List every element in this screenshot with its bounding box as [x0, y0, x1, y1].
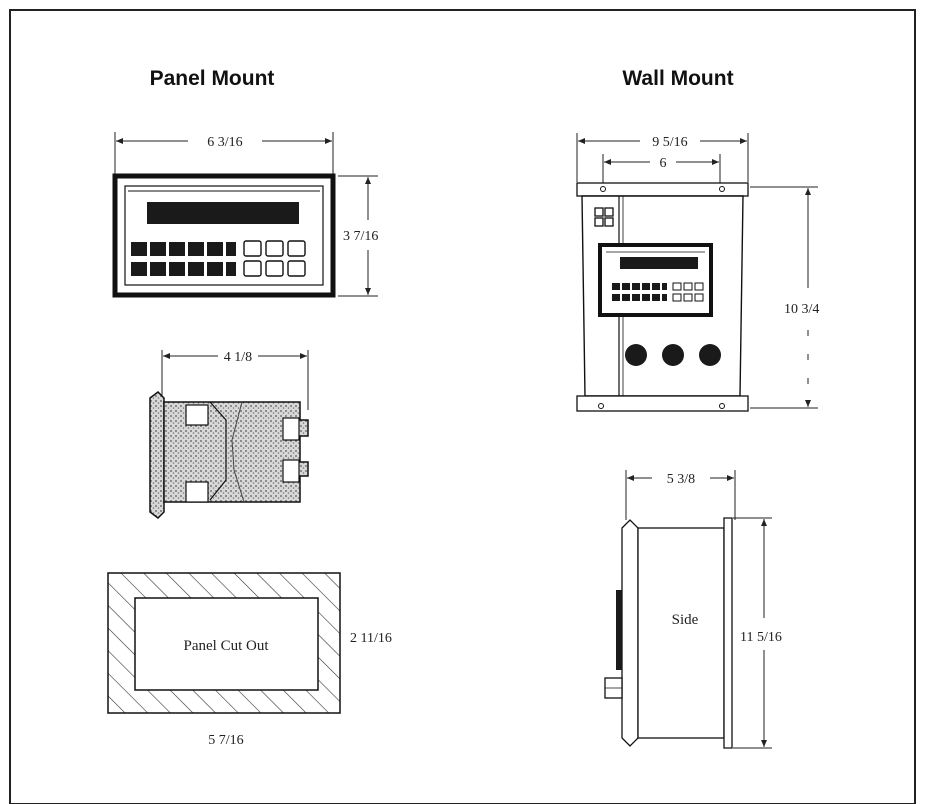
wall-display-module — [598, 243, 713, 317]
cutout-label: Panel Cut Out — [184, 638, 270, 654]
front-height-dimension: 3 7/16 — [338, 175, 378, 297]
wall-height-label: 10 3/4 — [784, 302, 819, 317]
wall-side-depth-dimension: 5 3/8 — [625, 470, 736, 520]
front-display — [147, 202, 299, 224]
wall-overall-width-label: 9 5/16 — [652, 135, 687, 150]
page-frame — [9, 9, 916, 804]
wall-side-height-dimension: 11 5/16 — [733, 517, 782, 749]
front-width-label: 6 3/16 — [207, 135, 242, 150]
front-keypad-light — [243, 240, 306, 277]
wall-inner-width-label: 6 — [660, 156, 667, 171]
wall-mount-heading: Wall Mount — [622, 67, 733, 90]
wall-side-view: Side — [604, 517, 733, 749]
panel-front-view — [112, 173, 336, 298]
side-depth-label: 4 1/8 — [224, 350, 252, 365]
wall-side-depth-label: 5 3/8 — [667, 472, 695, 487]
wall-inner-width-dimension: 6 — [602, 154, 721, 183]
cutout-width-label: 5 7/16 — [208, 733, 243, 748]
wall-overall-width-dimension: 9 5/16 — [576, 133, 749, 182]
front-height-label: 3 7/16 — [343, 229, 378, 244]
wall-side-height-label: 11 5/16 — [740, 630, 782, 645]
panel-side-view — [149, 391, 309, 519]
wall-side-label: Side — [672, 612, 699, 628]
wall-knobs — [625, 344, 721, 366]
panel-mount-heading: Panel Mount — [150, 67, 275, 90]
front-keypad-dark — [131, 242, 236, 276]
cutout-height-label: 2 11/16 — [350, 631, 392, 646]
side-depth-dimension: 4 1/8 — [161, 350, 309, 410]
wall-enclosure — [576, 182, 749, 412]
logo-icon — [594, 207, 614, 227]
panel-cutout: Panel Cut Out 2 11/16 5 7/16 — [107, 572, 392, 748]
front-width-dimension: 6 3/16 — [114, 132, 334, 175]
wall-height-dimension: 10 3/4 — [750, 186, 819, 409]
